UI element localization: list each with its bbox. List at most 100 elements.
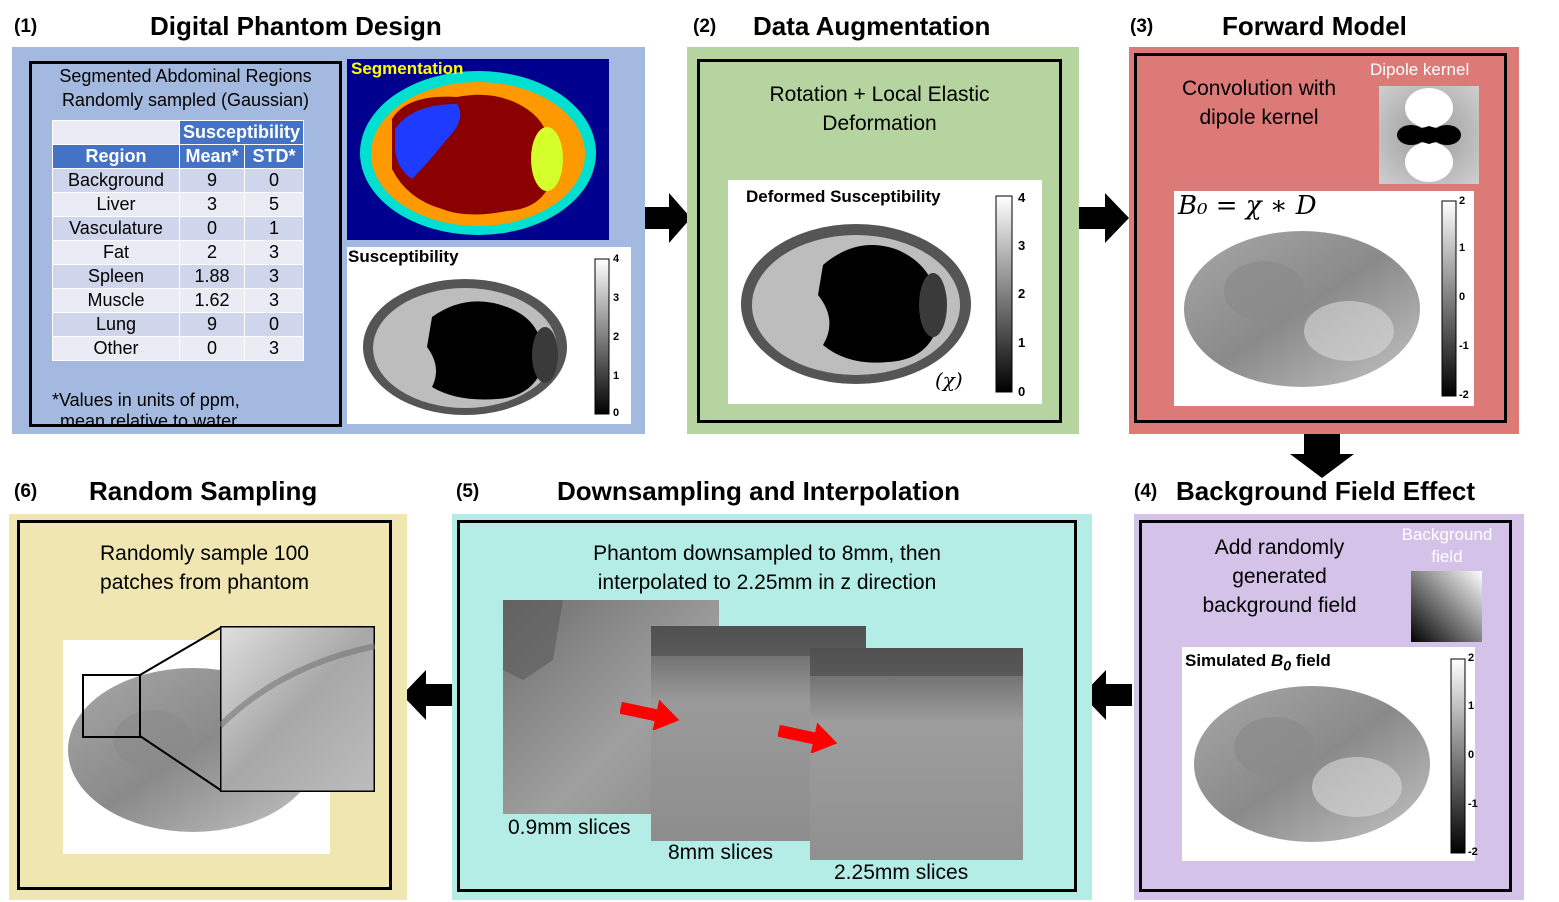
step1-title: Digital Phantom Design [150,11,442,41]
step5-number: (5) [456,481,480,502]
forward-equation: B₀ = χ ∗ D [1178,191,1317,221]
panel-data-augmentation: Rotation + Local Elastic Deformation Def… [687,47,1079,434]
susceptibility-figure [363,258,610,415]
cbar4-tick: 2 [1468,652,1475,664]
table-cell: 1 [244,216,305,241]
cbar1-tick: 3 [613,292,620,304]
cbar1-tick: 2 [613,331,620,343]
table-cell: 0 [178,216,246,241]
panel-background-field: Add randomly generated background field … [1134,514,1524,900]
cbar3-tick: -2 [1459,389,1469,401]
simulated-b0-b: B [1270,651,1284,670]
table-cell: 3 [244,240,305,265]
step2-title: Data Augmentation [753,11,991,41]
table-cell: 3 [244,336,305,361]
table-cell: 9 [178,168,246,193]
cbar4-tick: 0 [1468,749,1475,761]
footnote-1: *Values in units of ppm, [52,390,240,410]
panel-forward-model: Convolution with dipole kernel Dipole ke… [1129,47,1519,434]
arrow-left-1 [1082,670,1132,720]
red-arrow-1 [620,699,680,730]
table-cell: 0 [244,168,305,193]
table-cell: 0 [178,336,246,361]
cbar2-tick: 0 [1018,384,1026,399]
simulated-b0-sub: 0 [1283,658,1292,675]
table-cell: Muscle [52,288,180,313]
cbar2-tick: 1 [1018,335,1026,350]
deformed-label: Deformed Susceptibility [746,187,941,206]
bg-text-3: background field [1202,594,1357,617]
table-cell: Fat [52,240,180,265]
augmentation-box: Rotation + Local Elastic Deformation Def… [697,59,1062,423]
slice-image-225mm [810,648,1023,860]
augmentation-text-2: Deformation [822,112,937,135]
cbar2-tick: 3 [1018,238,1026,253]
deformed-figure [741,195,1013,393]
sampling-text-1: Randomly sample 100 [100,542,309,565]
zoomed-patch-image [220,626,375,792]
table-cell: Spleen [52,264,180,289]
table-cell: 3 [244,264,305,289]
step6-number: (6) [14,481,38,502]
table-cell: 5 [244,192,305,217]
bg-text-2: generated [1232,565,1327,588]
simulated-b0-suffix: field [1291,651,1331,670]
region-table-box: Segmented Abdominal Regions Randomly sam… [29,61,342,431]
bg-field-label-2: field [1431,547,1463,566]
panel-phantom-design: Segmented Abdominal Regions Randomly sam… [12,47,645,434]
table-cell: 3 [178,192,246,217]
cbar4-tick: -1 [1468,798,1478,810]
background-field-box: Add randomly generated background field … [1139,520,1512,892]
step3-number: (3) [1130,16,1154,37]
step4-number: (4) [1134,481,1158,502]
forward-model-box: Convolution with dipole kernel Dipole ke… [1134,53,1507,423]
step6-title: Random Sampling [89,476,318,506]
table-cell: 2 [178,240,246,265]
table-heading-2: Randomly sampled (Gaussian) [61,90,310,110]
cbar4-tick: -2 [1468,846,1478,858]
forward-text-1: Convolution with [1181,77,1337,100]
table-group-header: Susceptibility [178,120,305,145]
step4-title: Background Field Effect [1176,476,1476,506]
table-cell: 9 [178,312,246,337]
background-field-image [1411,571,1482,642]
table-cell: 3 [244,288,305,313]
panel-downsampling: Phantom downsampled to 8mm, then interpo… [452,514,1092,900]
table-heading-1: Segmented Abdominal Regions [59,66,312,86]
chi-label: (χ) [935,368,963,392]
footnote-2: mean relative to water [60,411,238,431]
step2-number: (2) [693,16,717,37]
cbar3-tick: 0 [1459,291,1466,303]
table-cell: 1.88 [178,264,246,289]
cbar2-tick: 4 [1018,190,1026,205]
cbar3-tick: 1 [1459,242,1466,254]
step3-title: Forward Model [1222,11,1407,41]
arrow-left-2 [402,670,452,720]
cbar1-tick: 1 [613,370,620,382]
arrow-down-1 [1290,434,1354,478]
b0-figure [1184,200,1457,397]
segmentation-label: Segmentation [351,59,464,78]
step1-number: (1) [14,16,38,37]
table-header-std: STD* [244,144,305,169]
cbar2-tick: 2 [1018,286,1026,301]
segmentation-image: Segmentation [347,59,609,240]
cbar3-tick: -1 [1459,340,1469,352]
table-cell: Lung [52,312,180,337]
red-arrow-2 [778,722,838,753]
susceptibility-image: Susceptibility 4 3 2 1 0 [347,247,631,424]
table-header-mean: Mean* [178,144,246,169]
table-cell: 0 [244,312,305,337]
slice-label-8mm: 8mm slices [668,841,774,864]
cbar1-tick: 0 [613,407,620,419]
simulated-b0-label: Simulated B0 field [1185,651,1331,674]
zoom-lines [139,626,223,792]
step5-title: Downsampling and Interpolation [557,476,960,506]
cbar3-tick: 2 [1459,195,1466,207]
